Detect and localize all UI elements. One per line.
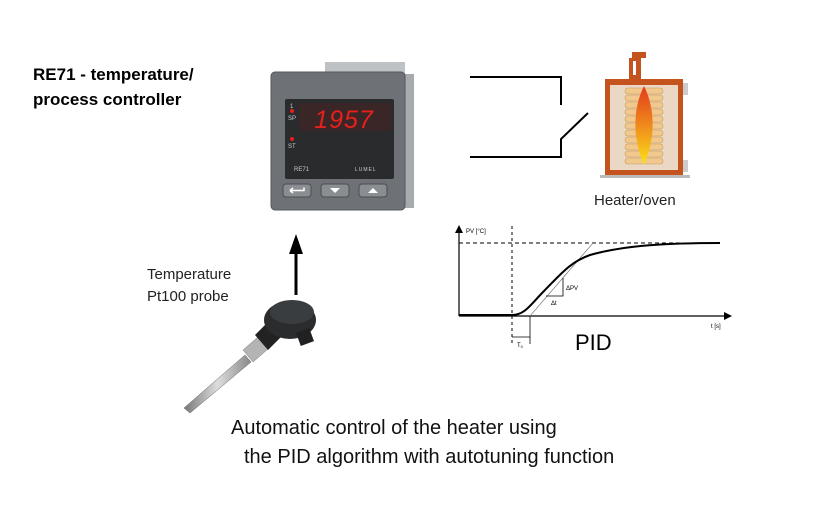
pid-response-chart: PV [°C] t [s] ΔPV Δt T0 PID (455, 225, 732, 355)
signal-arrow-icon (289, 234, 303, 295)
x-axis-arrow-icon (724, 312, 732, 320)
up-button[interactable] (358, 183, 388, 198)
pid-title: PID (575, 330, 612, 355)
controller-device: 1957 1 SP ST RE71 LUMEL (270, 62, 414, 211)
heater-oven-icon (600, 52, 690, 178)
enter-icon (289, 187, 305, 194)
flame-icon (635, 86, 653, 165)
up-arrow-icon (368, 188, 378, 193)
caption-line-2: the PID algorithm with autotuning functi… (244, 446, 614, 468)
caption-line-1: Automatic control of the heater using (231, 417, 557, 439)
tangent-line (529, 242, 594, 317)
probe-label-line-2: Pt100 probe (147, 288, 229, 305)
x-axis-label: t [s] (711, 324, 721, 330)
indicator-1-label: 1 (290, 104, 294, 110)
indicator-sp-label: SP (288, 116, 296, 122)
led-1 (290, 109, 294, 113)
y-axis-label: PV [°C] (466, 229, 486, 235)
indicator-st-label: ST (288, 144, 296, 150)
response-curve (459, 242, 721, 316)
delta-t-label: Δt (551, 301, 557, 307)
enter-button[interactable] (282, 183, 312, 198)
title-line-1: RE71 - temperature/ (33, 65, 194, 84)
heater-label: Heater/oven (594, 192, 676, 209)
brand-label: LUMEL (355, 167, 377, 173)
y-axis-arrow-icon (455, 225, 463, 233)
title-line-2: process controller (33, 90, 182, 109)
led-st (290, 137, 294, 141)
delta-pv-label: ΔPV (566, 286, 578, 292)
probe-label-line-1: Temperature (147, 266, 231, 283)
model-label: RE71 (294, 167, 310, 173)
display-value: 1957 (314, 106, 374, 134)
pt100-probe-icon (183, 300, 316, 414)
down-arrow-icon (330, 188, 340, 193)
down-button[interactable] (320, 183, 350, 198)
relay-switch (470, 76, 589, 158)
delay-label: T0 (517, 343, 524, 349)
